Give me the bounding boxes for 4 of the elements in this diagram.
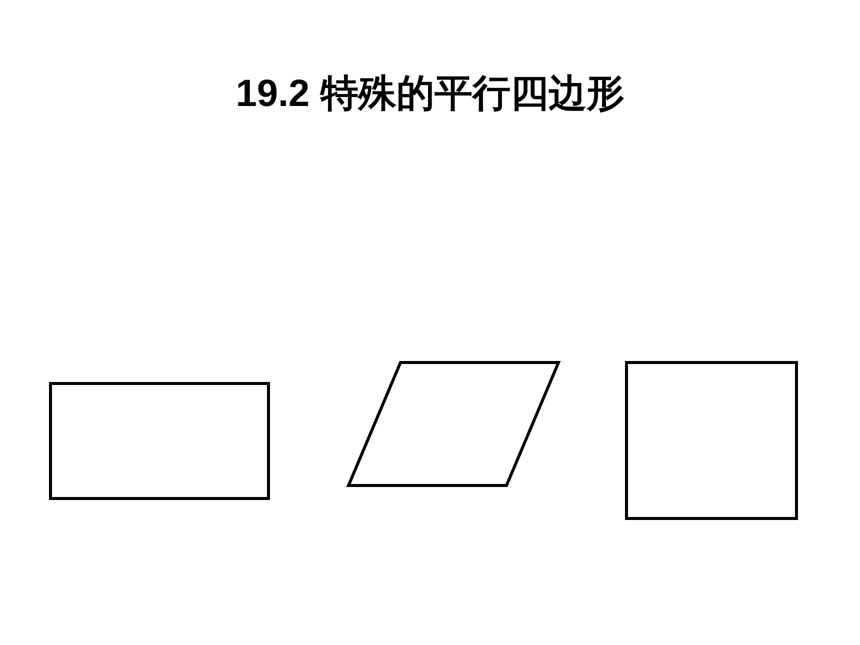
parallelogram-shape xyxy=(346,360,560,486)
rectangle-shape xyxy=(48,382,270,500)
title: 19.2 特殊的平行四边形 xyxy=(234,72,626,117)
square-shape xyxy=(624,360,798,520)
